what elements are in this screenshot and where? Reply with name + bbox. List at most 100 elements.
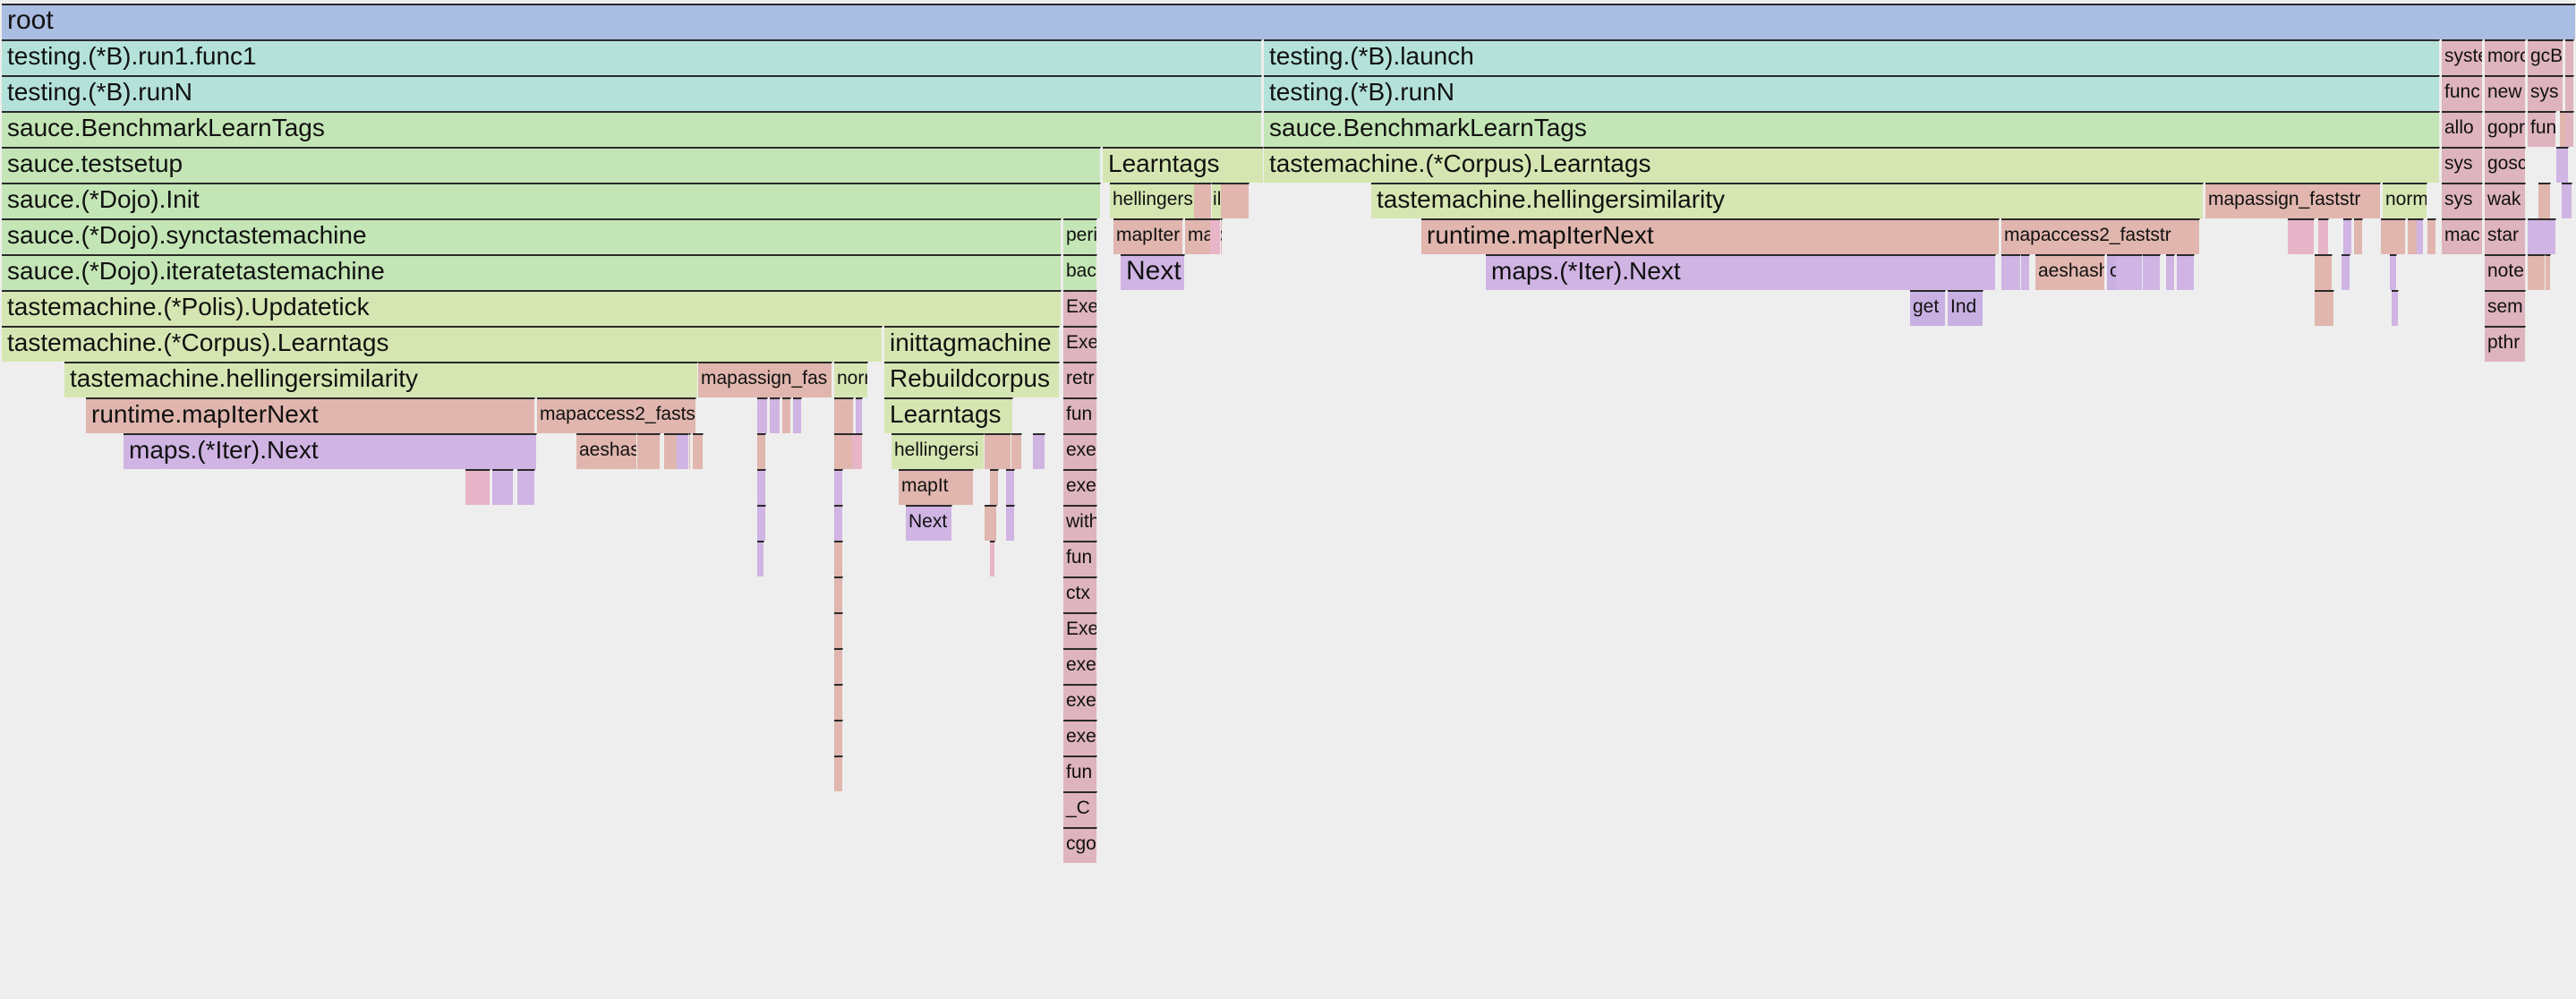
frame-sliver[interactable] (693, 433, 704, 469)
frame-sliver[interactable] (2177, 254, 2195, 290)
frame-cgo[interactable]: cgo (1063, 827, 1097, 863)
frame-sliver[interactable] (985, 505, 997, 541)
frame-sliver[interactable] (2166, 254, 2175, 290)
frame-mapit[interactable]: mapIt (899, 469, 974, 505)
frame-sliver[interactable] (1194, 183, 1212, 218)
frame-sauce-dojo-synctastemachine[interactable]: sauce.(*Dojo).synctastemachine (2, 218, 1062, 254)
frame-sauce-dojo-iteratetastemachine[interactable]: sauce.(*Dojo).iteratetastemachine (2, 254, 1062, 290)
frame-with[interactable]: with (1063, 505, 1097, 541)
frame-sliver[interactable] (2381, 218, 2406, 254)
frame-sliver[interactable] (834, 433, 854, 469)
frame-sliver[interactable] (2528, 218, 2556, 254)
frame-sliver[interactable] (2021, 254, 2030, 290)
frame-sliver[interactable] (834, 648, 843, 684)
frame-sliver[interactable] (834, 756, 843, 791)
frame-sliver[interactable] (834, 576, 843, 612)
frame-sliver[interactable] (757, 505, 766, 541)
frame-fun[interactable]: fun (1063, 541, 1097, 576)
frame-sliver[interactable] (2562, 183, 2572, 218)
frame-sliver[interactable] (517, 469, 535, 505)
frame-syste[interactable]: syste (2442, 39, 2483, 75)
frame-mapiter[interactable]: mapIter (1113, 218, 1183, 254)
frame-bac[interactable]: bac (1063, 254, 1097, 290)
frame-learntags[interactable]: Learntags (884, 397, 1013, 433)
frame-peri[interactable]: peri (1063, 218, 1097, 254)
frame-morc[interactable]: morc (2485, 39, 2526, 75)
frame-hellingersi[interactable]: hellingersi (891, 433, 985, 469)
frame-sliver[interactable] (990, 469, 999, 505)
frame-sliver[interactable] (834, 469, 843, 505)
frame-mac[interactable]: mac (2442, 218, 2483, 254)
frame-sliver[interactable] (2315, 290, 2334, 326)
frame-sliver[interactable] (2288, 218, 2315, 254)
frame-sliver[interactable] (492, 469, 514, 505)
frame-sliver[interactable] (1221, 183, 1250, 218)
frame-retr[interactable]: retr (1063, 362, 1097, 397)
frame-sliver[interactable] (2001, 254, 2021, 290)
frame-fun[interactable]: fun (1063, 397, 1097, 433)
frame-sys[interactable]: sys (2442, 183, 2483, 218)
frame-exe[interactable]: exe (1063, 720, 1097, 756)
frame-sliver[interactable] (2143, 254, 2161, 290)
frame-maps-iter-next[interactable]: maps.(*Iter).Next (1486, 254, 1996, 290)
frame-aeshash[interactable]: aeshash (2035, 254, 2105, 290)
frame-sliver[interactable] (637, 433, 661, 469)
frame-sliver[interactable] (834, 397, 854, 433)
frame-gosc[interactable]: gosc (2485, 147, 2526, 183)
frame-sliver[interactable] (757, 541, 764, 576)
frame-exe[interactable]: Exe (1063, 612, 1097, 648)
frame-next[interactable]: Next (906, 505, 952, 541)
frame-sliver[interactable] (465, 469, 490, 505)
frame-rebuildcorpus[interactable]: Rebuildcorpus (884, 362, 1060, 397)
frame-sauce-benchmarklearntags[interactable]: sauce.BenchmarkLearnTags (2, 111, 1262, 147)
frame-norm[interactable]: norm (2383, 183, 2427, 218)
frame-sauce-dojo-init[interactable]: sauce.(*Dojo).Init (2, 183, 1101, 218)
frame-testing-b-runn[interactable]: testing.(*B).runN (2, 75, 1262, 111)
frame-sliver[interactable] (757, 469, 766, 505)
frame-exe[interactable]: exe (1063, 648, 1097, 684)
frame-sliver[interactable] (2315, 254, 2333, 290)
frame-exe[interactable]: exe (1063, 684, 1097, 720)
frame-sliver[interactable] (834, 541, 843, 576)
frame-sliver[interactable] (2354, 218, 2363, 254)
frame-sliver[interactable] (2392, 290, 2399, 326)
frame-sliver[interactable] (1210, 218, 1221, 254)
frame-mapaccess2-faststr[interactable]: mapaccess2_faststr (2001, 218, 2200, 254)
frame-ind[interactable]: Ind (1948, 290, 1983, 326)
frame-sys[interactable]: sys (2528, 75, 2563, 111)
frame-wak[interactable]: wak (2485, 183, 2526, 218)
frame-testing-b-run1-func1[interactable]: testing.(*B).run1.func1 (2, 39, 1262, 75)
frame-tastemachine-hellingersimilarity[interactable]: tastemachine.hellingersimilarity (1371, 183, 2204, 218)
frame-sliver[interactable] (834, 684, 843, 720)
frame-sliver[interactable] (1033, 433, 1045, 469)
frame-exe[interactable]: Exe (1063, 326, 1097, 362)
frame-sys[interactable]: sys (2442, 147, 2483, 183)
frame-maps-iter-next[interactable]: maps.(*Iter).Next (124, 433, 537, 469)
frame-sliver[interactable] (2528, 254, 2546, 290)
frame-sliver[interactable] (2116, 254, 2143, 290)
frame-inittagmachine[interactable]: inittagmachine (884, 326, 1060, 362)
frame-pthr[interactable]: pthr (2485, 326, 2526, 362)
frame-sliver[interactable] (770, 397, 780, 433)
frame-sliver[interactable] (2556, 147, 2569, 183)
frame-runtime-mapiternext[interactable]: runtime.mapIterNext (86, 397, 535, 433)
frame-mapassign-faststr[interactable]: mapassign_faststr (2205, 183, 2381, 218)
frame-root[interactable]: root (2, 4, 2576, 39)
frame-get[interactable]: get (1910, 290, 1946, 326)
frame-sliver[interactable] (2565, 111, 2574, 147)
frame-testing-b-runn[interactable]: testing.(*B).runN (1264, 75, 2440, 111)
frame-tastemachine-hellingersimilarity[interactable]: tastemachine.hellingersimilarity (64, 362, 698, 397)
frame-sliver[interactable] (1011, 433, 1022, 469)
frame-sliver[interactable] (2427, 218, 2436, 254)
frame-new[interactable]: new (2485, 75, 2526, 111)
frame-sliver[interactable] (2390, 254, 2397, 290)
frame-func[interactable]: func (2442, 75, 2483, 111)
frame-sliver[interactable] (834, 720, 843, 756)
frame-runtime-mapiternext[interactable]: runtime.mapIterNext (1421, 218, 2000, 254)
frame-sliver[interactable] (2341, 254, 2350, 290)
frame-exe[interactable]: Exe (1063, 290, 1097, 326)
frame-sem[interactable]: sem (2485, 290, 2526, 326)
frame-tastemachine-polis-updatetick[interactable]: tastemachine.(*Polis).Updatetick (2, 290, 1062, 326)
frame-sliver[interactable] (2318, 218, 2329, 254)
frame-sauce-benchmarklearntags[interactable]: sauce.BenchmarkLearnTags (1264, 111, 2440, 147)
